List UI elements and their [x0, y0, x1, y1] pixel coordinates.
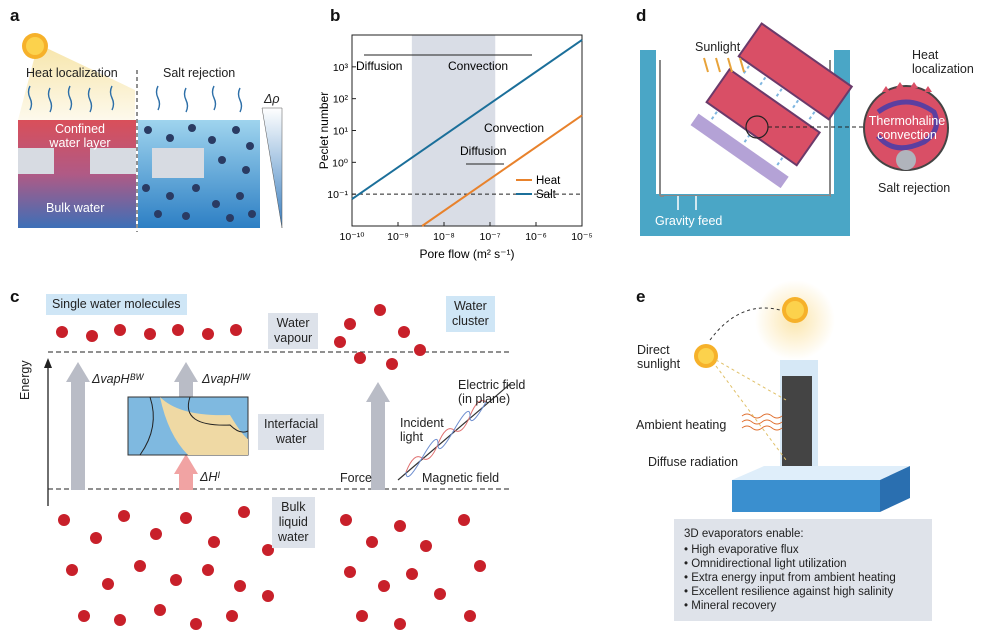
label-ambient-heating: Ambient heating — [636, 418, 727, 432]
panel-letter-d: d — [636, 6, 647, 25]
gravity-feed-arrows — [677, 196, 697, 210]
evaporator-column — [782, 376, 812, 480]
enable-item: High evaporative flux — [684, 543, 922, 557]
water-container — [732, 466, 910, 512]
panel-c-illustration — [44, 304, 511, 630]
enable-title: 3D evaporators enable: — [684, 528, 804, 540]
label-electric-field: Electric field (in plane) — [458, 378, 526, 406]
salt-particles — [142, 124, 256, 222]
interfacial-water-box: Interfacial water — [258, 414, 325, 450]
y-tick-label: 10⁰ — [332, 157, 349, 169]
sun-icon-top — [782, 297, 808, 323]
y-tick-label: 10⁻¹ — [327, 189, 348, 201]
y-tick-label: 10³ — [333, 62, 349, 74]
enable-item: Extra energy input from ambient heating — [684, 571, 922, 585]
sun-ray-lower — [715, 365, 787, 461]
label-salt-rejection-a: Salt rejection — [163, 66, 236, 80]
panel-letter-e: e — [636, 287, 646, 306]
heat-arrows — [882, 82, 932, 92]
enable-item: Mineral recovery — [684, 599, 922, 613]
x-tick-label: 10⁻¹⁰ — [340, 231, 366, 243]
enable-summary-box: 3D evaporators enable: High evaporative … — [674, 519, 932, 621]
light-wave — [397, 383, 511, 481]
label-heat-localization-d: Heat localization — [912, 48, 974, 76]
series-line-heat — [421, 114, 583, 227]
energy-axis-arrowhead — [44, 358, 52, 368]
label-diffuse-radiation: Diffuse radiation — [648, 455, 739, 469]
label-direct-sunlight: Direct sunlight — [637, 343, 681, 371]
pore-block-left — [18, 148, 54, 174]
annotation-convection-top: Convection — [448, 59, 508, 73]
x-tick-label: 10⁻⁸ — [433, 231, 455, 243]
panel-a-illustration — [18, 33, 283, 232]
label-thermohaline: Thermohaline convection — [868, 114, 946, 142]
energy-axis-label: Energy — [18, 360, 32, 400]
label-bulk-water-a: Bulk water — [46, 201, 105, 215]
legend-label: Heat — [536, 175, 561, 187]
water-molecules — [56, 304, 486, 630]
pore-block-right — [152, 148, 204, 178]
series-line-salt — [351, 39, 583, 200]
density-gradient-icon — [261, 107, 283, 229]
label-gravity-feed: Gravity feed — [655, 214, 723, 228]
label-heat-localization-a: Heat localization — [26, 66, 118, 80]
label-dh-i: ΔHᴵ — [200, 470, 220, 484]
bulk-liquid-water-box: Bulk liquid water — [272, 497, 315, 548]
single-water-molecules-box: Single water molecules — [46, 294, 187, 315]
y-axis-label: Peclet number — [317, 92, 331, 169]
annotation-diffusion-mid: Diffusion — [460, 144, 506, 158]
sun-icon-side — [694, 344, 718, 368]
panel-e-illustration — [694, 280, 910, 512]
label-dvaph-iw: ΔvapHᴵᵂ — [202, 372, 250, 386]
sun-icon — [22, 33, 48, 59]
x-tick-label: 10⁻⁹ — [387, 231, 409, 243]
peclet-chart: 10⁻¹⁰ 10⁻⁹ 10⁻⁸ 10⁻⁷ 10⁻⁶ 10⁻⁵ 10⁻¹ 10⁰ 10¹ 10² 10… — [317, 34, 593, 261]
interfacial-water-inset — [127, 396, 249, 456]
y-tick-label: 10² — [333, 94, 349, 106]
zoom-circle — [863, 85, 949, 171]
panel-letter-a: a — [10, 6, 20, 25]
bottom-water — [664, 196, 830, 236]
label-force: Force — [340, 471, 372, 485]
x-tick-label: 10⁻⁶ — [525, 231, 547, 243]
label-salt-rejection-d: Salt rejection — [878, 181, 951, 195]
enable-item: Excellent resilience against high salini… — [684, 585, 922, 599]
pore-block-mid — [90, 148, 136, 174]
vaporization-arrows — [66, 362, 390, 490]
enable-list: High evaporative flux Omnidirectional li… — [684, 543, 922, 613]
vapour-waves — [27, 85, 243, 113]
sunlight-beam — [18, 44, 135, 120]
sunlight-arrows — [703, 57, 745, 73]
panel-letter-b: b — [330, 6, 341, 25]
x-tick-label: 10⁻⁷ — [479, 231, 500, 243]
label-sunlight-d: Sunlight — [695, 40, 741, 54]
ambient-heat-waves — [741, 413, 783, 431]
water-vapour-box: Water vapour — [268, 313, 319, 349]
annotation-diffusion-top: Diffusion — [356, 59, 402, 73]
legend-label: Salt — [536, 189, 557, 201]
sun-ray-upper — [715, 359, 787, 401]
interfacial-enthalpy-arrow — [174, 454, 198, 490]
label-confined-water: Confined water layer — [49, 122, 111, 150]
y-tick-label: 10¹ — [333, 126, 349, 138]
sun-path — [709, 307, 781, 341]
label-incident-light: Incident light — [400, 416, 444, 444]
x-tick-label: 10⁻⁵ — [571, 231, 593, 243]
label-dvaph-bw: ΔvapHᴮᵂ — [92, 372, 144, 386]
panel-letter-c: c — [10, 287, 20, 306]
label-magnetic-field: Magnetic field — [422, 471, 500, 485]
water-cluster-box: Water cluster — [446, 296, 495, 332]
x-axis-label: Pore flow (m² s⁻¹) — [419, 247, 514, 261]
label-delta-rho: Δρ — [264, 92, 280, 106]
annotation-convection-mid: Convection — [484, 121, 544, 135]
panel-d-illustration — [640, 22, 949, 236]
enable-item: Omnidirectional light utilization — [684, 557, 922, 571]
